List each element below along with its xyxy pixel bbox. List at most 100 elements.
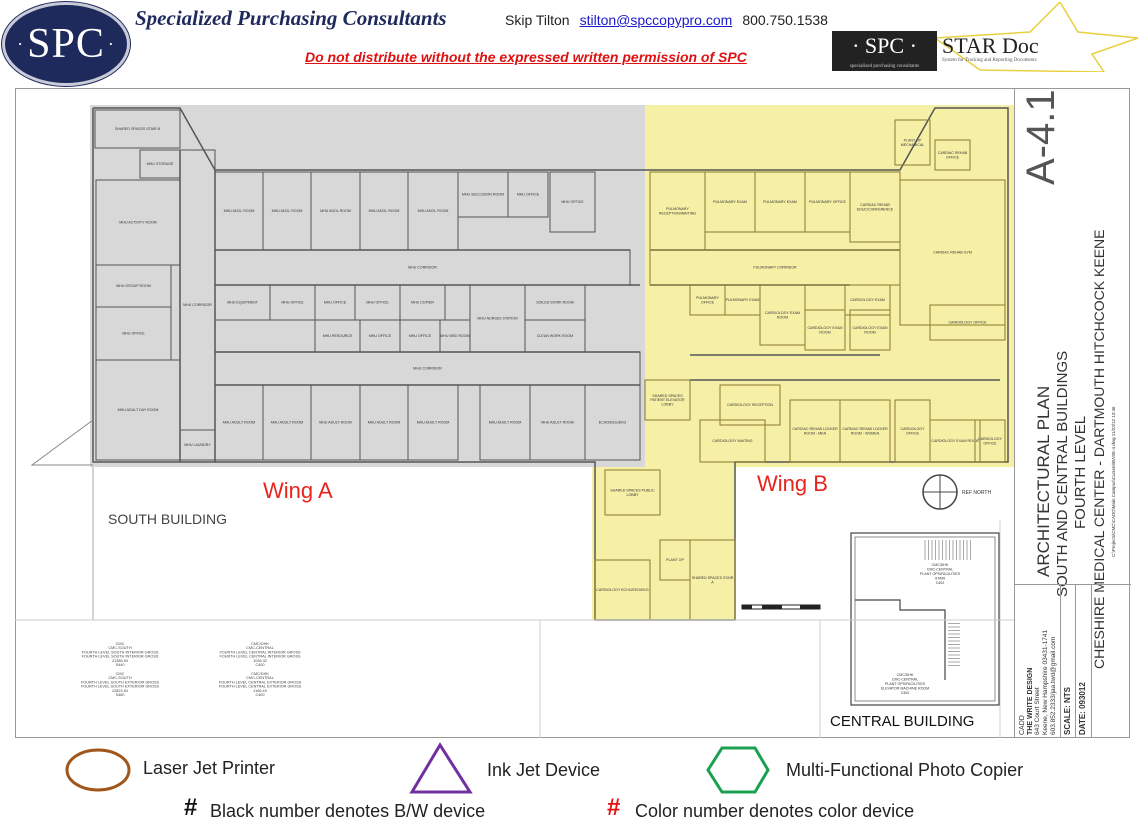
room-outline [849, 309, 891, 351]
wing-b-label: Wing B [757, 471, 828, 496]
company-name: Specialized Purchasing Consultants [135, 6, 447, 30]
room-label: CARDIOLOGY EXAM ROOM [931, 439, 978, 443]
room-label: CARDIAC REHAB GYM [933, 251, 972, 255]
room-label: MHU EQUIPMENT [227, 301, 258, 305]
room-label: MHU ADULT ROOM [368, 421, 401, 425]
room-label: CARDIOLOGY WAITING [712, 439, 752, 443]
north-arrow-icon [922, 474, 958, 510]
firm-address-1: 643 Court Street [1034, 687, 1041, 735]
legend-icons [65, 742, 770, 794]
room-label: MHU SECLUSION ROOM [462, 193, 504, 197]
room-outline [407, 384, 459, 461]
room-outline [844, 284, 891, 316]
room-outline [644, 379, 691, 421]
firm-contact: 603.852.2333/jaa.twd@gmail.com [1050, 636, 1057, 735]
firm-name: THE WRITE DESIGN [1027, 667, 1034, 735]
sheet-number: A-4.1 [1019, 89, 1063, 185]
room-label: PULMONARY OFFICE [809, 200, 846, 204]
firm-address-2: Keene, New Hampshire 03431-1741 [1042, 629, 1049, 735]
color-hash-icon: # [607, 794, 621, 821]
scale-bar [741, 604, 821, 610]
room-outline [929, 304, 1006, 341]
room-label: MHU CORRIDOR [408, 266, 437, 270]
inkjet-triangle-icon [409, 742, 473, 794]
legend-bw-label: Black number denotes B/W device [210, 801, 486, 821]
room-label: CARDIOLOGY EXAM [850, 298, 885, 302]
room-label: MHU MED ROOM [440, 334, 469, 338]
room-outline [179, 429, 216, 461]
room-outline [934, 139, 971, 171]
room-label: MHU OFFICE [369, 334, 392, 338]
contact-phone: 800.750.1538 [742, 12, 828, 28]
room-outline [839, 399, 891, 463]
room-label: MHU LAUNDRY [184, 443, 211, 447]
room-outline [604, 469, 661, 516]
title-block: A-4.1 ARCHITECTURAL PLAN SOUTH AND CENTR… [1014, 89, 1131, 737]
room-outline [929, 419, 981, 463]
room-label: PULMONARY EXAM [726, 298, 760, 302]
room-label: MHU ADULT ROOM [319, 421, 352, 425]
room-outline [659, 539, 691, 581]
room-outline [699, 419, 766, 463]
room-label: MHU ACTIVITY ROOM [119, 221, 156, 225]
legend-mfp-label: Multi-Functional Photo Copier [786, 760, 1024, 780]
room-label: MHU ADULT ROOM [417, 421, 450, 425]
room-label: MHU ADULT ROOM [489, 421, 522, 425]
room-label: SHARED SPACES STAIR B [115, 127, 161, 131]
legend-laser-label: Laser Jet Printer [143, 758, 276, 778]
stardoc-spc-box: · SPC ·specialized purchasing consultant… [832, 31, 937, 71]
date-value: DATE: 093012 [1078, 682, 1087, 735]
room-label: MHU OFFICE [281, 301, 304, 305]
room-label: MHU OFFICE [517, 193, 540, 197]
room-outline [95, 359, 181, 461]
title-line-1: ARCHITECTURAL PLAN [1034, 385, 1053, 577]
title-line-2: SOUTH AND CENTRAL BUILDINGS [1054, 350, 1071, 597]
room-outline [974, 419, 1006, 463]
central-building-label: CENTRAL BUILDING [830, 713, 975, 730]
room-label: MHU GROUP ROOM [116, 284, 150, 288]
stardoc-subtitle: System for Tracking and Reporting Docume… [942, 58, 1037, 63]
room-label: PULMONARY EXAM [763, 200, 797, 204]
room-label: MHU RESOURCE [323, 334, 353, 338]
star-icon [932, 2, 1139, 72]
room-outline [549, 171, 596, 233]
room-label: MHU ADOL ROOM [224, 209, 255, 213]
stardoc-title: STAR Doc [942, 33, 1039, 58]
cadd-label: CADD [1019, 715, 1026, 735]
spc-logo: ·SPC· [2, 2, 130, 86]
room-label: MHU OFFICE [122, 332, 145, 336]
distribution-warning: Do not distribute without the expressed … [305, 49, 747, 65]
file-path: C:\Projects\CMC\CADD\Main Campus\Current… [1111, 406, 1116, 557]
wing-a-label: Wing A [263, 478, 333, 503]
mfp-hexagon-icon [706, 746, 770, 794]
room-outline [719, 384, 781, 426]
contact-email-link[interactable]: stilton@spccopypro.com [579, 12, 733, 28]
room-label: MHU COPIER [411, 301, 434, 305]
room-label: MHU ADULT ROOM [271, 421, 304, 425]
room-label: PLANT OP [666, 558, 684, 562]
wing-b-area [592, 105, 1015, 620]
laser-printer-circle-icon [65, 748, 131, 792]
room-label: ECHO/EEG/EKG [599, 421, 627, 425]
title-line-4: CHESHIRE MEDICAL CENTER - DARTMOUTH HITC… [1091, 229, 1107, 669]
room-label: CARDIOLOGY RECEPTION [727, 403, 773, 407]
room-label: PULMONARY EXAM [713, 200, 747, 204]
room-outline [507, 171, 549, 218]
